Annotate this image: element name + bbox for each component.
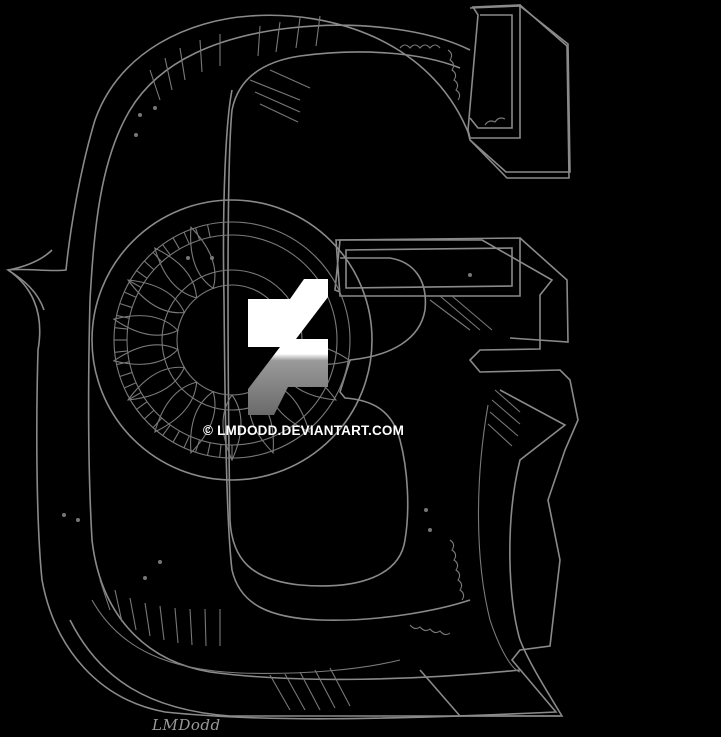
bottom-band [69, 619, 560, 717]
spur-box-side [509, 237, 569, 343]
ring-hatching [114, 224, 233, 458]
scallop-trim [399, 44, 506, 636]
spur-box-front [335, 237, 521, 297]
letter-g-outer-outline [5, 5, 579, 720]
letter-g-stem [222, 89, 471, 622]
spur-box-inner [345, 247, 513, 289]
watermark-text: © LMDODD.DEVIANTART.COM [203, 423, 405, 438]
decorative-dots [62, 106, 472, 580]
lower-right-flank [419, 389, 567, 717]
top-serif-inner [469, 14, 513, 129]
lower-right-inner [477, 404, 521, 673]
flank-hatching [429, 295, 521, 447]
letter-g-inner-border [87, 24, 521, 681]
arch-hatching [149, 15, 321, 123]
left-point [7, 249, 53, 311]
letter-g-bowl-outline [227, 51, 461, 587]
bottom-hatching [99, 579, 351, 711]
bottom-inner-band [91, 599, 401, 674]
top-serif-side [469, 4, 570, 179]
artist-signature: LMDodd [152, 716, 221, 734]
deviantart-logo-icon [248, 279, 328, 415]
